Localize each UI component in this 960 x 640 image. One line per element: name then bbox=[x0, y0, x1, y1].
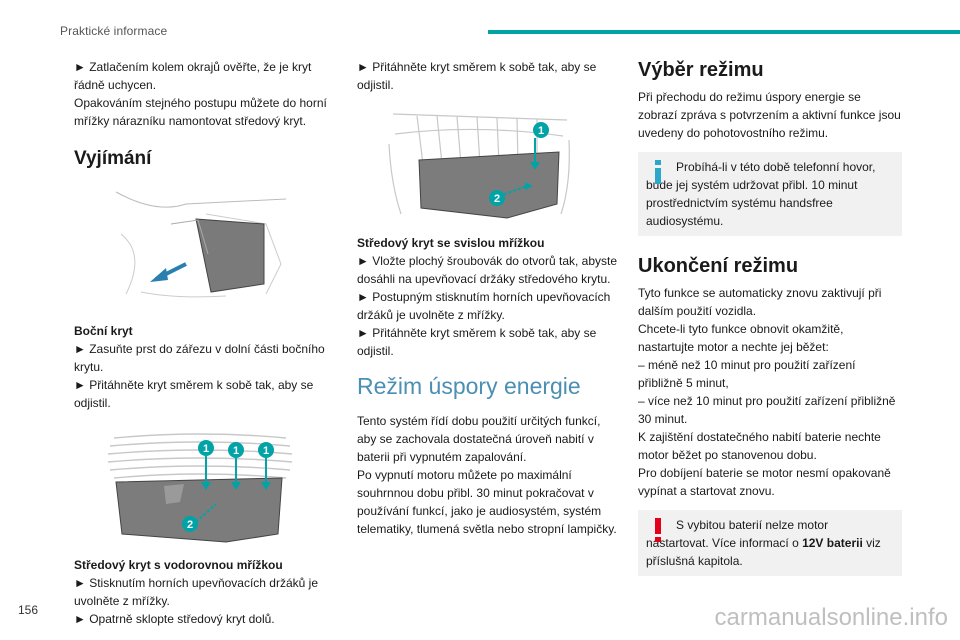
col2-step-top: ► Přitáhněte kryt směrem k sobě tak, aby… bbox=[357, 60, 597, 92]
end-line-2: Chcete-li tyto funkce obnovit okamžitě, … bbox=[638, 322, 844, 354]
vert-step-1: ► Vložte plochý šroubovák do otvorů tak,… bbox=[357, 254, 618, 286]
info-note-text: Probíhá-li v této době telefonní hovor, … bbox=[646, 160, 876, 228]
warning-text-bold: 12V baterii bbox=[802, 536, 863, 550]
column-2: ► Přitáhněte kryt směrem k sobě tak, aby… bbox=[357, 58, 619, 538]
warning-text-b: viz příslušná kapitola. bbox=[646, 536, 881, 568]
mode-selection-title: Výběr režimu bbox=[638, 59, 764, 81]
running-header: Praktické informace bbox=[60, 24, 168, 38]
callout-v1: 1 bbox=[538, 125, 544, 137]
callout-1b: 1 bbox=[233, 445, 239, 457]
side-step-2: ► Přitáhněte kryt směrem k sobě tak, aby… bbox=[74, 378, 314, 410]
callout-1a: 1 bbox=[203, 443, 209, 455]
intro-paragraph: Opakováním stejného postupu můžete do ho… bbox=[74, 96, 327, 128]
warning-text-a: S vybitou baterií nelze motor nastartova… bbox=[646, 518, 829, 550]
info-icon bbox=[655, 160, 661, 184]
callout-1c: 1 bbox=[263, 445, 269, 457]
side-cover-title: Boční kryt bbox=[74, 324, 133, 338]
warning-icon bbox=[655, 518, 661, 542]
figure-side-cover bbox=[116, 191, 286, 298]
end-line-5: K zajištění dostatečného nabití baterie … bbox=[638, 430, 881, 462]
end-line-3: – méně než 10 minut pro použití zařízení… bbox=[638, 358, 856, 390]
end-line-1: Tyto funkce se automaticky znovu zaktivu… bbox=[638, 286, 882, 318]
header-accent-bar bbox=[488, 30, 960, 34]
horiz-step-2: ► Opatrně sklopte středový kryt dolů. bbox=[74, 612, 275, 626]
watermark: carmanualsonline.info bbox=[714, 604, 948, 631]
horiz-step-1: ► Stisknutím horních upevňovacích držáků… bbox=[74, 576, 318, 608]
figure-horizontal-grille: 1 1 1 2 bbox=[107, 433, 293, 543]
energy-saving-title: Režim úspory energie bbox=[357, 373, 581, 399]
energy-text-1: Tento systém řídí dobu použití určitých … bbox=[357, 414, 601, 464]
warning-note-text: S vybitou baterií nelze motor nastartova… bbox=[646, 516, 894, 570]
info-note: Probíhá-li v této době telefonní hovor, … bbox=[638, 152, 902, 236]
intro-step: ► Zatlačením kolem okrajů ověřte, že je … bbox=[74, 60, 312, 92]
end-line-4: – více než 10 minut pro použití zařízení… bbox=[638, 394, 896, 426]
side-step-1: ► Zasuňte prst do zářezu v dolní části b… bbox=[74, 342, 325, 374]
end-line-6: Pro dobíjení baterie se motor nesmí opak… bbox=[638, 466, 891, 498]
energy-text-2: Po vypnutí motoru můžete po maximální so… bbox=[357, 468, 617, 536]
section-title-removal: Vyjímání bbox=[74, 148, 152, 169]
vert-step-2: ► Postupným stisknutím horních upevňovac… bbox=[357, 290, 611, 322]
vert-step-3: ► Přitáhněte kryt směrem k sobě tak, aby… bbox=[357, 326, 597, 358]
page-number: 156 bbox=[18, 603, 39, 617]
callout-2: 2 bbox=[187, 519, 193, 531]
vertical-grille-title: Středový kryt se svislou mřížkou bbox=[357, 236, 545, 250]
column-3: Výběr režimu Při přechodu do režimu úspo… bbox=[638, 58, 902, 590]
mode-end-title: Ukončení režimu bbox=[638, 255, 799, 277]
callout-v2: 2 bbox=[494, 193, 500, 205]
column-1: ► Zatlačením kolem okrajů ověřte, že je … bbox=[74, 58, 336, 628]
mode-selection-text: Při přechodu do režimu úspory energie se… bbox=[638, 90, 901, 140]
figure-vertical-grille: 1 2 bbox=[388, 113, 570, 219]
warning-note: S vybitou baterií nelze motor nastartova… bbox=[638, 510, 902, 576]
horizontal-grille-title: Středový kryt s vodorovnou mřížkou bbox=[74, 558, 283, 572]
